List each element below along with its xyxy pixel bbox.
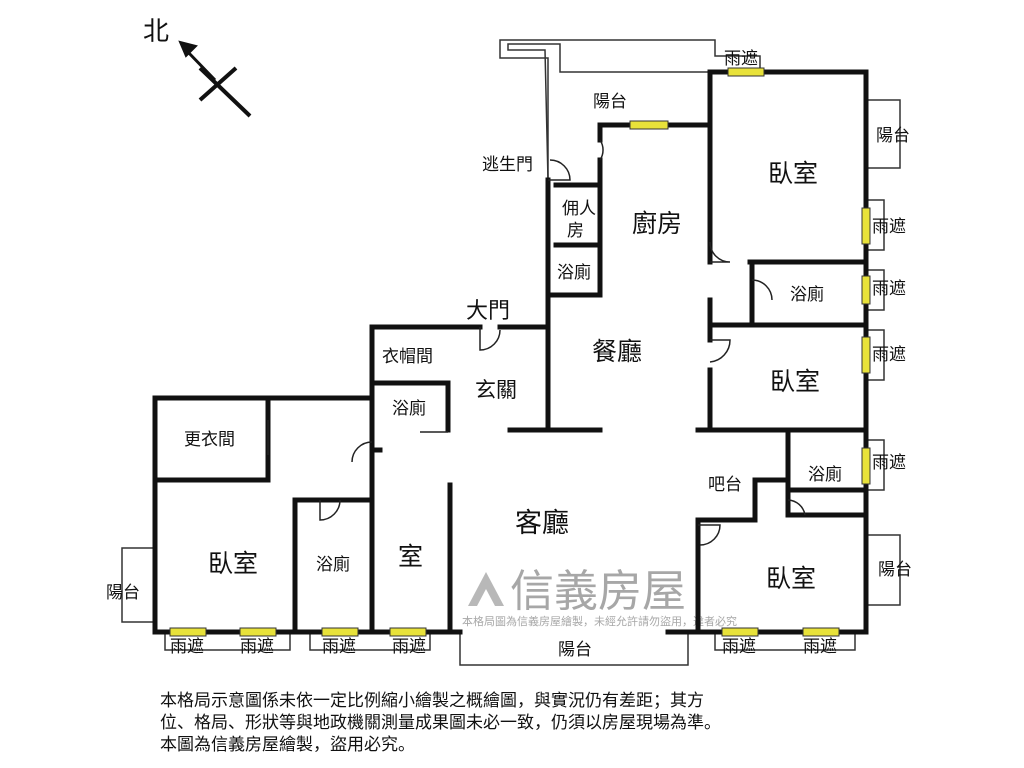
watermark-subtext: 本格局圖為信義房屋繪製，未經允許請勿盜用，違者必究 (462, 614, 737, 628)
label-awning: 雨遮 (872, 217, 906, 237)
label-bedroom-e: 臥室 (770, 367, 820, 396)
label-bedroom-w: 臥室 (208, 549, 258, 578)
compass-label: 北 (143, 17, 169, 47)
label-living: 客廳 (515, 508, 569, 539)
doors (267, 139, 806, 546)
label-balcony-se: 陽台 (878, 560, 912, 580)
label-awning: 雨遮 (872, 453, 906, 473)
windows (169, 67, 871, 637)
label-bath-w: 浴廁 (316, 554, 350, 575)
label-awning: 雨遮 (722, 637, 756, 657)
watermark-brand: 信義房屋 (510, 566, 686, 617)
label-cloakroom: 衣帽間 (382, 347, 433, 367)
label-foyer: 玄關 (475, 378, 517, 402)
label-dining: 餐廳 (592, 337, 642, 366)
label-bath-e: 浴廁 (808, 464, 842, 485)
label-awning: 雨遮 (872, 345, 906, 365)
label-main-door: 大門 (466, 299, 510, 324)
label-awning: 雨遮 (392, 637, 426, 657)
label-balcony-ne: 陽台 (876, 126, 910, 146)
label-bar: 吧台 (708, 475, 742, 495)
label-balcony-w: 陽台 (106, 583, 140, 603)
label-room: 室 (398, 542, 423, 571)
label-awning: 雨遮 (240, 637, 274, 657)
north-arrow-icon (178, 40, 252, 118)
disclaimer-line: 位、格局、形狀等與地政機關測量成果圖未必一致，仍須以房屋現場為準。 (160, 713, 721, 733)
label-bath-foyer: 浴廁 (392, 398, 426, 419)
watermark-logo-icon (468, 572, 504, 606)
disclaimer: 本格局示意圖係未依一定比例縮小繪製之概繪圖，與實況仍有差距；其方 位、格局、形狀… (160, 690, 900, 756)
label-awning: 雨遮 (170, 637, 204, 657)
balcony-outlines (121, 39, 901, 666)
label-bath-servant: 浴廁 (557, 262, 591, 283)
label-dressing-room: 更衣間 (184, 430, 235, 450)
disclaimer-line: 本圖為信義房屋繪製，盜用必究。 (160, 735, 415, 755)
label-kitchen: 廚房 (632, 209, 682, 238)
label-servant-room-2: 房 (567, 221, 584, 241)
label-servant-room: 佣人 (562, 199, 596, 219)
label-awning: 雨遮 (803, 637, 837, 657)
label-bedroom-ne: 臥室 (768, 159, 818, 188)
disclaimer-line: 本格局示意圖係未依一定比例縮小繪製之概繪圖，與實況仍有差距；其方 (160, 691, 704, 711)
label-awning: 雨遮 (322, 637, 356, 657)
label-awning: 雨遮 (872, 279, 906, 299)
label-balcony-top: 陽台 (593, 92, 627, 112)
label-escape-door: 逃生門 (482, 155, 533, 175)
walls (152, 69, 869, 635)
watermark: 信義房屋 本格局圖為信義房屋繪製，未經允許請勿盜用，違者必究 (462, 566, 737, 628)
label-bedroom-se: 臥室 (766, 564, 816, 593)
label-awning: 雨遮 (724, 49, 758, 69)
label-bath-ne: 浴廁 (790, 284, 824, 305)
label-balcony-s: 陽台 (558, 640, 592, 660)
